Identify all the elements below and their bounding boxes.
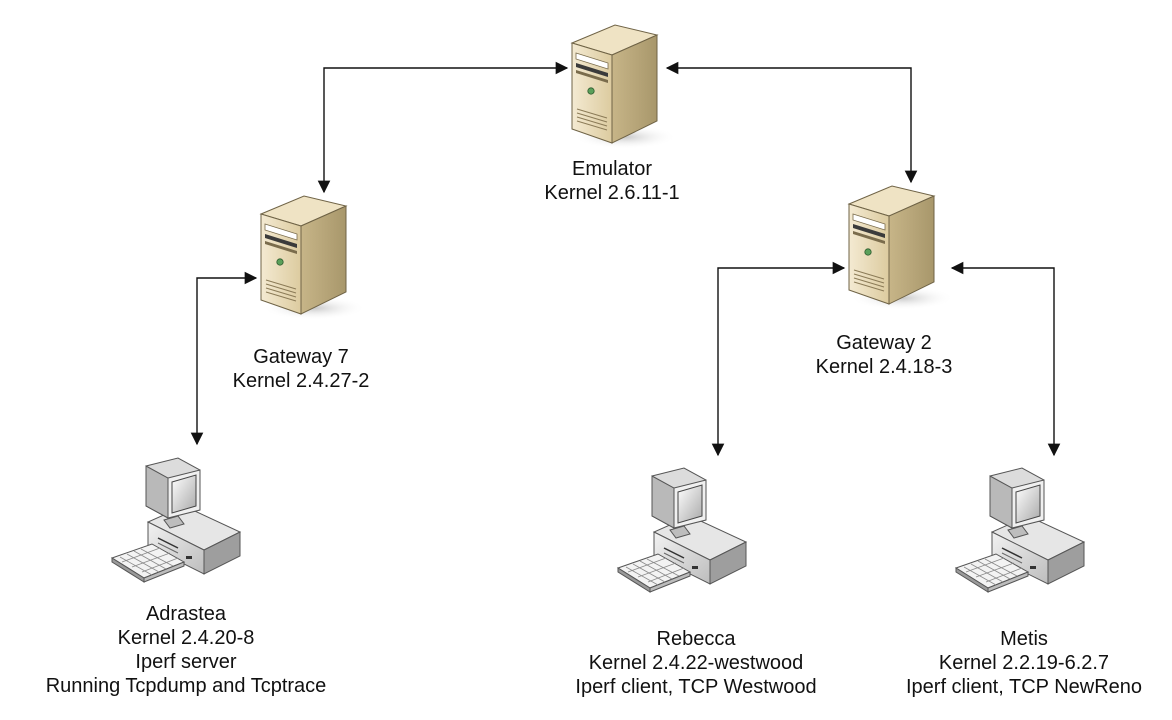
link-gateway2-metis <box>950 261 1061 457</box>
link-gateway2-rebecca <box>711 261 846 457</box>
adrastea-kernel: Kernel 2.4.20-8 <box>117 627 255 649</box>
adrastea-role: Iperf server <box>135 651 237 673</box>
gateway7-kernel: Kernel 2.4.27-2 <box>232 370 370 392</box>
link-emulator-gateway7 <box>317 61 569 194</box>
adrastea-pc-icon <box>111 457 241 583</box>
rebecca-role: Iperf client, TCP Westwood <box>575 676 817 698</box>
gateway2-server-icon <box>848 185 955 311</box>
emulator-name: Emulator <box>571 158 653 180</box>
links <box>190 61 1061 457</box>
metis-name: Metis <box>1000 628 1048 650</box>
link-emulator-gateway2 <box>665 61 918 184</box>
gateway2-kernel: Kernel 2.4.18-3 <box>815 356 953 378</box>
gateway7-server-icon <box>260 195 367 321</box>
metis-label: Metis Kernel 2.2.19-6.2.7 Iperf client, … <box>906 627 1142 699</box>
metis-role: Iperf client, TCP NewReno <box>905 676 1143 698</box>
adrastea-label: Adrastea Kernel 2.4.20-8 Iperf server Ru… <box>46 602 327 698</box>
gateway2-name: Gateway 2 <box>836 332 932 354</box>
adrastea-name: Adrastea <box>145 603 227 625</box>
metis-kernel: Kernel 2.2.19-6.2.7 <box>938 652 1110 674</box>
emulator-kernel: Kernel 2.6.11-1 <box>544 182 680 204</box>
emulator-server-icon <box>571 24 678 150</box>
gateway7-label: Gateway 7 Kernel 2.4.27-2 <box>233 345 370 393</box>
gateway2-label: Gateway 2 Kernel 2.4.18-3 <box>816 331 953 379</box>
rebecca-name: Rebecca <box>656 628 736 650</box>
rebecca-kernel: Kernel 2.4.22-westwood <box>588 652 804 674</box>
adrastea-tools: Running Tcpdump and Tcptrace <box>45 675 327 697</box>
rebecca-pc-icon <box>617 467 747 593</box>
link-gateway7-adrastea <box>190 271 258 446</box>
rebecca-label: Rebecca Kernel 2.4.22-westwood Iperf cli… <box>575 627 816 699</box>
metis-pc-icon <box>955 467 1085 593</box>
gateway7-name: Gateway 7 <box>253 346 349 368</box>
emulator-label: Emulator Kernel 2.6.11-1 <box>544 157 679 205</box>
